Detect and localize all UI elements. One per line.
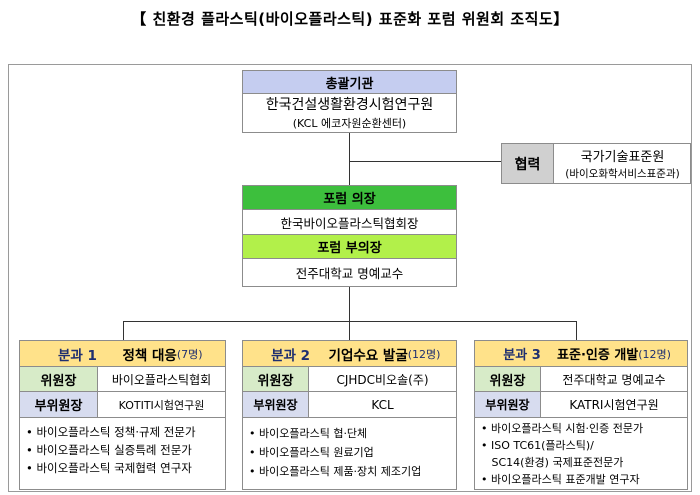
division-3-header: 분과 3 표준·인증 개발 (12명) xyxy=(475,341,687,367)
division-1-count: (7명) xyxy=(176,347,203,361)
lead-org-header: 총괄기관 xyxy=(243,71,456,94)
division-1-number: 분과 1 xyxy=(57,347,97,364)
page-title: 【 친환경 플라스틱(바이오플라스틱) 표준화 포럼 위원회 조직도】 xyxy=(131,10,569,28)
division-3-count: (12명) xyxy=(638,347,671,361)
lead-org-name: 한국건설생활환경시험연구원 xyxy=(265,97,434,113)
division-3-member: • ISO TC61(플라스틱)/ xyxy=(481,439,594,452)
org-chart-frame xyxy=(8,64,692,492)
connector-coop xyxy=(349,161,501,162)
coop-box: 협력 국가기술표준원 (바이오화학서비스표준과) xyxy=(501,143,691,184)
coop-org-name: 국가기술표준원 xyxy=(580,149,665,165)
division-3-box: 분과 3 표준·인증 개발 (12명) 위원장 전주대학교 명예교수 부위원장 … xyxy=(474,340,688,490)
connector-lead-chair xyxy=(349,133,350,185)
division-2-chair-label: 위원장 xyxy=(243,367,309,392)
division-1-name: 정책 대응 xyxy=(122,347,177,364)
division-3-member: • 바이오플라스틱 시험·인증 전문가 xyxy=(481,422,644,435)
division-2-box: 분과 2 기업수요 발굴 (12명) 위원장 CJHDC비오솔(주) 부위원장 … xyxy=(242,340,457,490)
connector-division-3 xyxy=(576,321,577,340)
division-1-vice: KOTITI시험연구원 xyxy=(98,392,225,418)
coop-label: 협력 xyxy=(502,144,554,183)
forum-vice-chair-header: 포럼 부의장 xyxy=(243,235,456,259)
connector-division-2 xyxy=(349,321,350,340)
division-2-member: • 바이오플라스틱 원료기업 xyxy=(249,446,374,459)
division-2-name: 기업수요 발굴 xyxy=(328,347,408,364)
division-1-vice-label: 부위원장 xyxy=(20,392,98,418)
division-2-vice-label: 부위원장 xyxy=(243,392,309,418)
division-3-name: 표준·인증 개발 xyxy=(557,348,639,363)
connector-vice-branch xyxy=(349,287,350,321)
division-1-member: • 바이오플라스틱 국제협력 연구자 xyxy=(26,461,192,475)
division-1-member: • 바이오플라스틱 실증특례 전문가 xyxy=(26,443,192,457)
division-3-vice-label: 부위원장 xyxy=(475,392,541,418)
forum-chair-box: 포럼 의장 한국바이오플라스틱협회장 포럼 부의장 전주대학교 명예교수 xyxy=(242,185,457,287)
division-1-chair: 바이오플라스틱협회 xyxy=(98,367,225,392)
lead-org-box: 총괄기관 한국건설생활환경시험연구원 (KCL 에코자원순환센터) xyxy=(242,70,457,133)
forum-chair-header: 포럼 의장 xyxy=(243,186,456,210)
division-2-vice: KCL xyxy=(309,392,456,418)
division-1-chair-label: 위원장 xyxy=(20,367,98,392)
division-2-header: 분과 2 기업수요 발굴 (12명) xyxy=(243,341,456,367)
division-2-member: • 바이오플라스틱 제품·장치 제조기업 xyxy=(249,465,422,478)
division-3-chair: 전주대학교 명예교수 xyxy=(541,367,687,392)
forum-chair-name: 한국바이오플라스틱협회장 xyxy=(243,210,456,235)
coop-org-subtitle: (바이오화학서비스표준과) xyxy=(565,168,680,180)
division-3-chair-label: 위원장 xyxy=(475,367,541,392)
division-3-members: • 바이오플라스틱 시험·인증 전문가 • ISO TC61(플라스틱)/ SC… xyxy=(475,418,687,488)
connector-division-1 xyxy=(123,321,124,340)
forum-vice-chair-name: 전주대학교 명예교수 xyxy=(295,266,404,281)
division-3-member: SC14(환경) 국제표준전문가 xyxy=(481,456,624,469)
division-3-number: 분과 3 xyxy=(503,348,541,363)
division-2-members: • 바이오플라스틱 협·단체 • 바이오플라스틱 원료기업 • 바이오플라스틱 … xyxy=(243,418,456,481)
division-1-box: 분과 1 정책 대응 (7명) 위원장 바이오플라스틱협회 부위원장 KOTIT… xyxy=(19,340,226,490)
lead-org-subtitle: (KCL 에코자원순환센터) xyxy=(292,117,407,130)
division-1-members: • 바이오플라스틱 정책·규제 전문가 • 바이오플라스틱 실증특례 전문가 •… xyxy=(20,418,225,477)
division-1-header: 분과 1 정책 대응 (7명) xyxy=(20,341,225,367)
division-3-member: • 바이오플라스틱 표준개발 연구자 xyxy=(481,473,640,486)
division-2-number: 분과 2 xyxy=(271,347,310,364)
division-2-count: (12명) xyxy=(407,347,441,361)
division-2-chair: CJHDC비오솔(주) xyxy=(309,367,456,392)
division-2-member: • 바이오플라스틱 협·단체 xyxy=(249,427,368,440)
division-3-vice: KATRI시험연구원 xyxy=(541,392,687,418)
division-1-member: • 바이오플라스틱 정책·규제 전문가 xyxy=(26,425,196,439)
